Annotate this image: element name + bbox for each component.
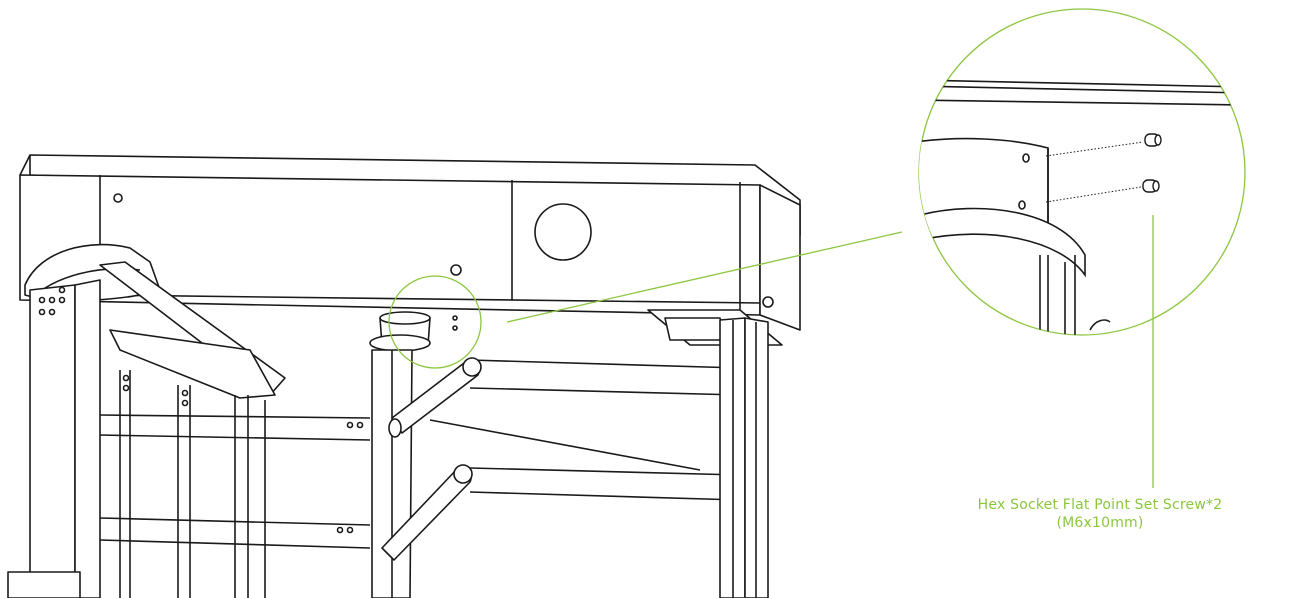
zoom-leader-line (506, 231, 903, 323)
top-housing (19, 154, 801, 331)
turnstile-frame (7, 154, 801, 598)
callout-line-2: (M6x10mm) (1056, 515, 1144, 531)
detail-callout-circle (388, 275, 482, 369)
rotor-arms (381, 357, 482, 561)
vertical-slats (119, 370, 266, 598)
left-posts (7, 279, 101, 598)
housing-cover-disc (534, 203, 592, 261)
center-post (369, 311, 458, 598)
left-arm (99, 261, 286, 399)
set-screw-icon (1142, 133, 1162, 193)
horizontal-rails (99, 359, 741, 549)
zoom-detail (918, 8, 1246, 336)
right-posts (647, 309, 783, 598)
screw-callout-label: Hex Socket Flat Point Set Screw*2 (M6x10… (950, 496, 1250, 532)
callout-line-1: Hex Socket Flat Point Set Screw*2 (977, 497, 1223, 513)
